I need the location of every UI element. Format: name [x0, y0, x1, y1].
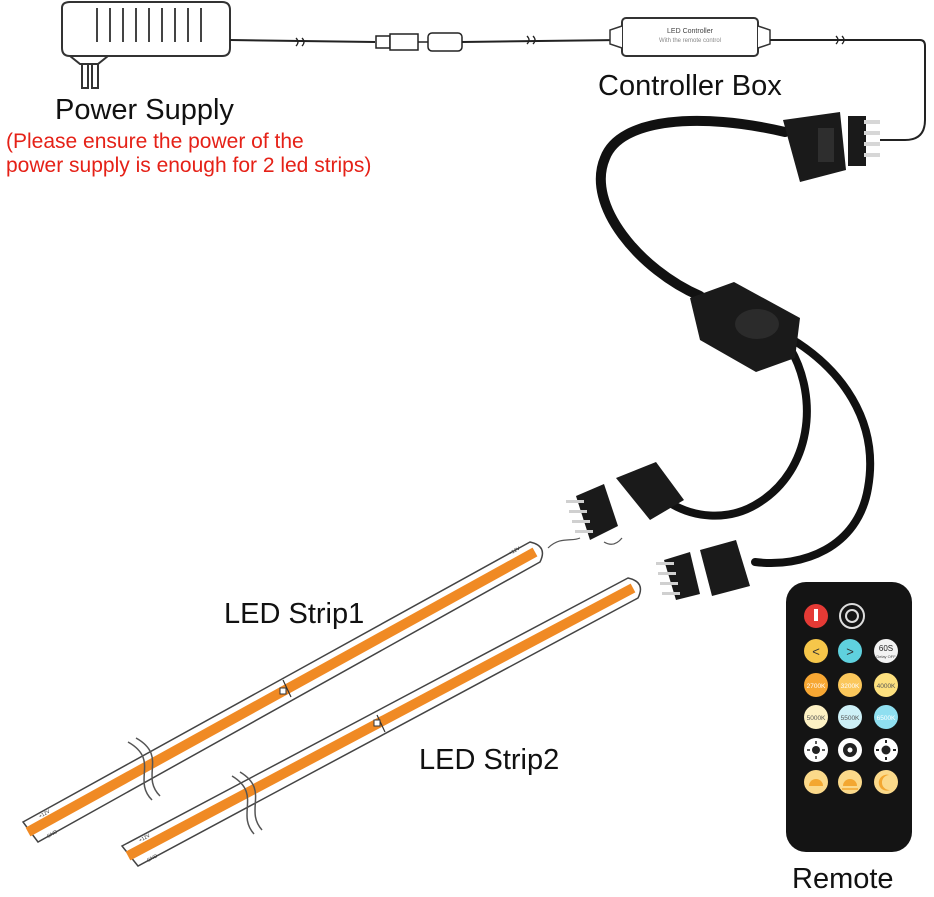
- strip2-minus-label: GND: [146, 853, 159, 864]
- remote-control: < > 60S Delay OFF 2700K 3200K 4000K 5000…: [786, 582, 912, 852]
- wire-stubs: [547, 537, 623, 549]
- remote-3200k-button: [838, 673, 862, 697]
- svg-text:Delay OFF: Delay OFF: [876, 654, 896, 659]
- svg-text:6500K: 6500K: [877, 715, 896, 722]
- strip1-minus-label: GND: [46, 829, 59, 840]
- remote-night-icon: [874, 770, 898, 794]
- controller-box: LED Controller With the remote control: [609, 17, 771, 57]
- controller-box-label: Controller Box: [598, 70, 782, 102]
- dc-cable: [229, 32, 621, 52]
- svg-text:5500K: 5500K: [841, 715, 860, 722]
- power-supply-warning-line1: (Please ensure the power of the: [6, 130, 304, 153]
- remote-60s-button: [874, 639, 898, 663]
- strip1-end-plus: +12V: [508, 545, 522, 556]
- svg-text:2700K: 2700K: [807, 683, 826, 690]
- remote-5000k-button: [804, 705, 828, 729]
- splitter-output-connector-2: [656, 540, 750, 600]
- svg-text:5000K: 5000K: [807, 715, 826, 722]
- remote-4000k-button: [874, 673, 898, 697]
- strip1-plus-label: +12V: [38, 808, 52, 819]
- remote-2700k-button: [804, 673, 828, 697]
- svg-text:4000K: 4000K: [877, 683, 896, 690]
- svg-text:3200K: 3200K: [841, 683, 860, 690]
- splitter-output-connector-1: [566, 462, 684, 540]
- splitter-input-connector: [783, 112, 880, 182]
- svg-text:>: >: [846, 644, 854, 659]
- remote-5500k-button: [838, 705, 862, 729]
- svg-text:60S: 60S: [879, 644, 893, 653]
- svg-text:<: <: [812, 644, 820, 659]
- strip2-plus-label: +12V: [138, 833, 152, 844]
- controller-output-cable: [770, 35, 926, 141]
- remote-right-button: [838, 639, 862, 663]
- remote-6500k-button: [874, 705, 898, 729]
- splitter-cable: [595, 115, 875, 567]
- led-strip-2: +12V GND: [120, 577, 642, 867]
- remote-label: Remote: [792, 863, 894, 895]
- controller-subtitle: With the remote control: [659, 38, 721, 44]
- led-strip-1: +12V GND +12V: [21, 541, 544, 843]
- remote-circle-button: [839, 603, 865, 629]
- power-supply-adapter: [61, 0, 231, 89]
- controller-title: LED Controller: [667, 28, 714, 35]
- splitter-junction: [690, 282, 800, 372]
- led-strip2-label: LED Strip2: [419, 744, 560, 776]
- power-supply-warning-line2: power supply is enough for 2 led strips): [6, 154, 372, 177]
- led-strip1-label: LED Strip1: [224, 598, 365, 630]
- remote-left-button: [804, 639, 828, 663]
- power-supply-label: Power Supply: [55, 94, 234, 126]
